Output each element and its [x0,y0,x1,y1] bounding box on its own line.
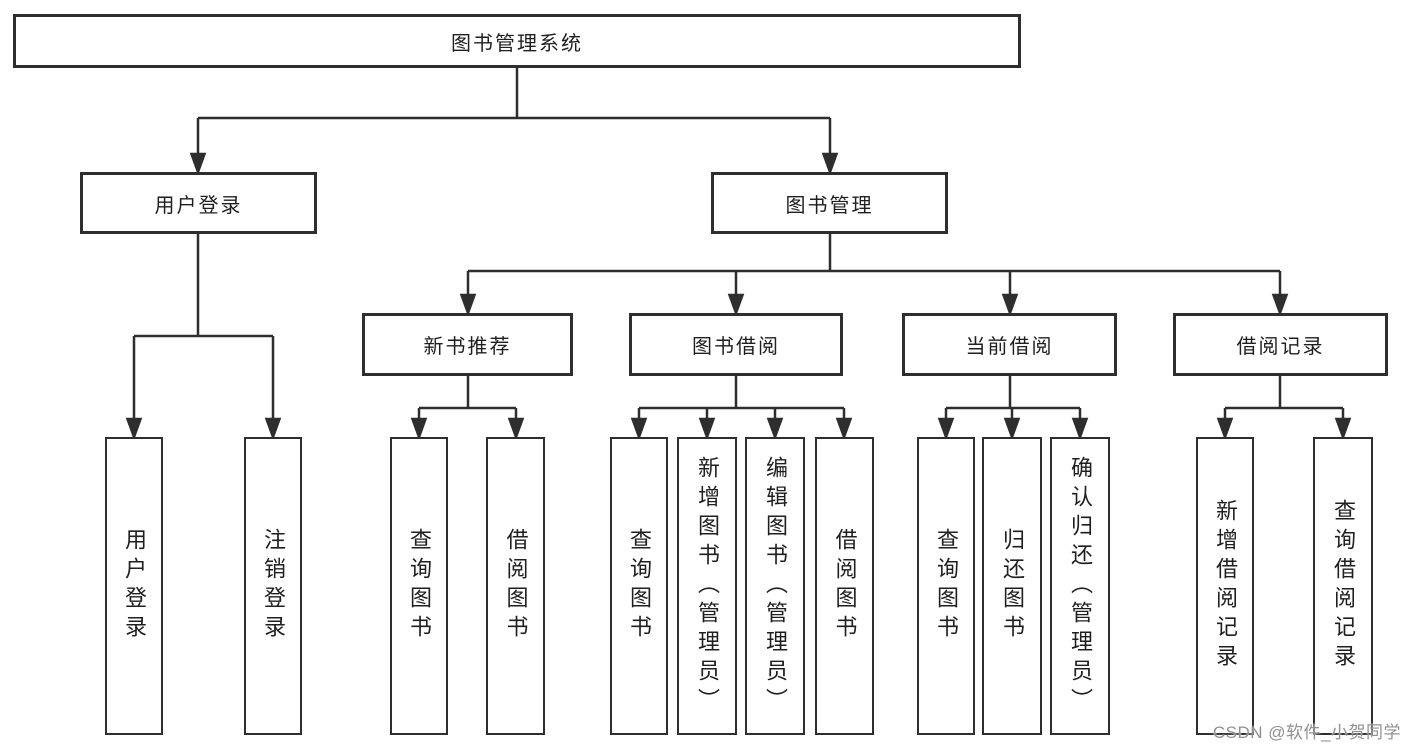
node-label: 用户登录 [154,194,243,217]
node-book-management: 图书管理 [711,172,948,234]
leaf-user-login: 用户登录 [105,437,163,735]
node-label: 借阅记录 [1236,336,1325,358]
node-label: 借阅图书 [832,528,858,644]
node-library-management-system: 图书管理系统 [13,14,1021,68]
node-label: 新增图书（管理员） [695,455,720,717]
leaf-edit-book-admin: 编辑图书（管理员） [745,437,805,735]
csdn-watermark: CSDN @软件_小贺同学 [1212,723,1401,742]
node-label: 查询图书 [627,528,652,644]
leaf-borrow-books-recommend: 借阅图书 [486,437,545,735]
node-borrowing-records: 借阅记录 [1173,313,1388,376]
node-label: 图书管理 [785,194,874,217]
leaf-query-books-borrow: 查询图书 [610,437,668,735]
node-label: 图书管理系统 [451,32,583,55]
node-label: 当前借阅 [965,336,1054,358]
node-label: 新增借阅记录 [1213,499,1238,673]
node-label: 注销登录 [261,528,286,644]
node-label: 查询图书 [407,528,432,644]
leaf-confirm-return-admin: 确认归还（管理员） [1050,437,1110,735]
node-label: 编辑图书（管理员） [763,455,788,717]
node-user-login: 用户登录 [80,172,317,234]
leaf-borrow-books: 借阅图书 [815,437,874,735]
leaf-add-borrow-record: 新增借阅记录 [1196,437,1254,735]
node-label: 确认归还（管理员） [1068,455,1093,717]
node-label: 归还图书 [1000,528,1025,644]
leaf-logout: 注销登录 [244,437,302,735]
leaf-return-book: 归还图书 [982,437,1042,735]
node-label: 用户登录 [122,528,147,644]
node-label: 查询图书 [934,528,959,644]
leaf-query-books-current: 查询图书 [917,437,975,735]
leaf-query-books-recommend: 查询图书 [390,437,448,735]
leaf-add-book-admin: 新增图书（管理员） [677,437,737,735]
node-book-borrowing: 图书借阅 [629,313,843,376]
node-label: 借阅图书 [503,528,529,644]
node-current-borrowing: 当前借阅 [902,313,1117,376]
leaf-query-borrow-record: 查询借阅记录 [1313,437,1373,735]
node-label: 图书借阅 [692,336,780,358]
node-label: 新书推荐 [423,336,512,358]
node-new-book-recommendation: 新书推荐 [362,313,573,376]
node-label: 查询借阅记录 [1331,499,1356,673]
